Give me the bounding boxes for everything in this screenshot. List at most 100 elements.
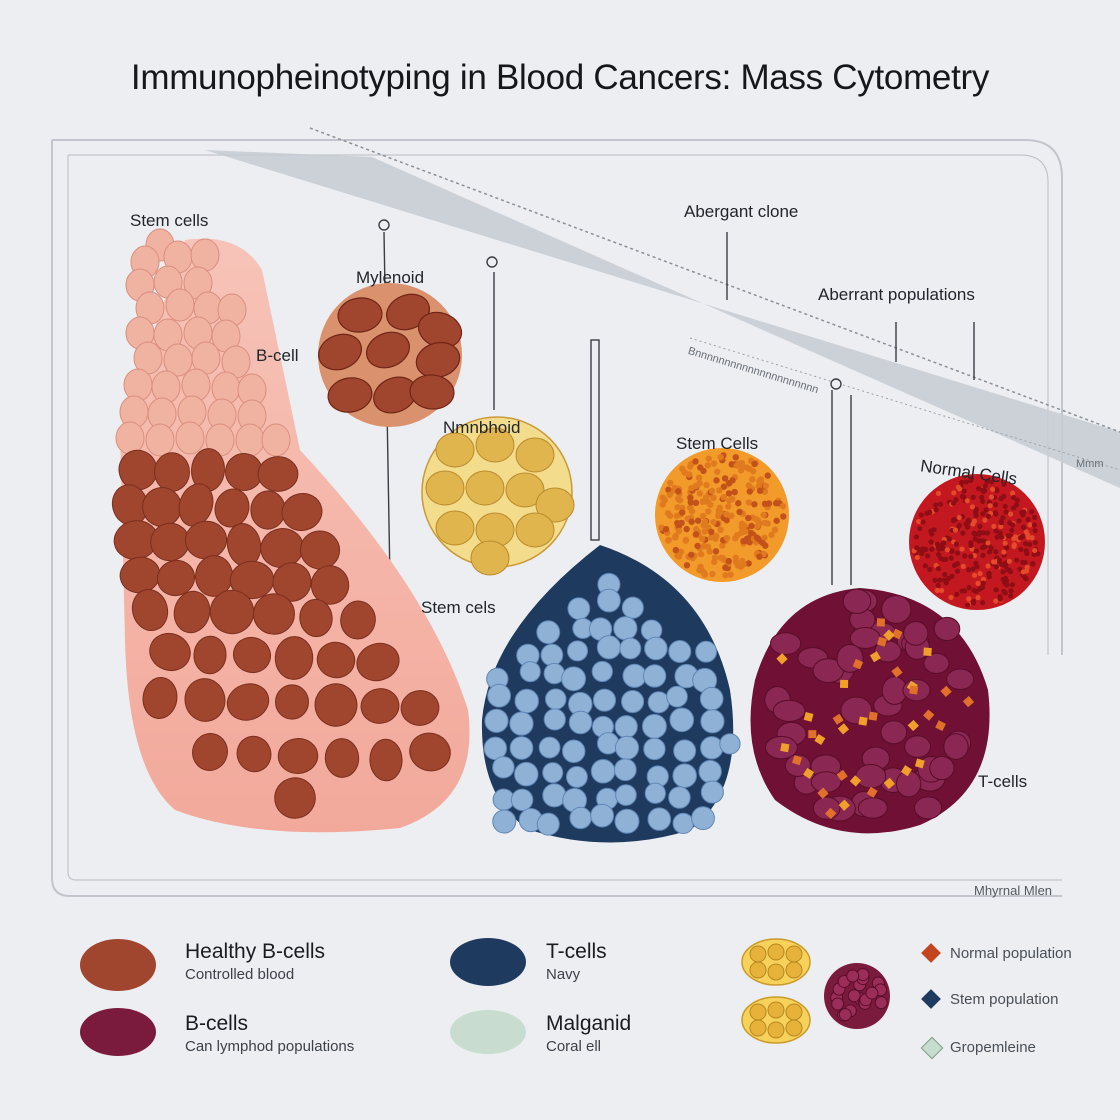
label-aberrant-populations: Aberrant populations <box>818 285 975 304</box>
orange-dot <box>688 508 696 515</box>
red-dot <box>992 502 999 508</box>
orange-dot <box>704 543 712 551</box>
legend-title-t-cells: T-cells <box>546 940 607 963</box>
red-dot <box>971 572 978 578</box>
golden-cell <box>785 1019 803 1037</box>
red-dot <box>969 504 975 510</box>
orange-dot <box>754 517 762 524</box>
orange-dot <box>723 511 730 518</box>
b-cell <box>193 635 227 675</box>
maroon-cell <box>812 796 841 820</box>
red-dot <box>936 546 942 552</box>
red-dot <box>948 555 954 561</box>
t-cell <box>519 661 541 683</box>
orange-dot <box>699 512 707 520</box>
orange-dot <box>710 518 717 526</box>
b-cell <box>253 593 295 635</box>
red-dot <box>1025 516 1031 523</box>
orange-dot <box>659 501 666 508</box>
t-cell <box>613 758 637 782</box>
red-dot <box>982 483 988 489</box>
red-dot <box>966 585 972 591</box>
lymphoid-cell <box>515 512 555 548</box>
orange-dot <box>728 461 735 468</box>
legend-swatch-t-cells <box>450 938 526 986</box>
orange-dot <box>745 499 753 506</box>
golden-cell <box>749 1003 767 1021</box>
red-dot <box>922 563 928 569</box>
t-cell <box>621 689 645 714</box>
red-dot <box>1016 518 1022 524</box>
red-dot <box>942 571 948 578</box>
aberrant-marker <box>808 730 817 739</box>
orange-dot <box>746 488 753 495</box>
t-cell <box>668 786 691 809</box>
orange-dot <box>728 512 735 520</box>
b-cell <box>142 677 178 719</box>
red-dot <box>1001 493 1007 499</box>
stem-cell <box>175 421 205 455</box>
red-dot <box>973 560 979 566</box>
t-cell <box>510 788 534 812</box>
red-dot <box>973 548 979 554</box>
orange-dot <box>710 460 718 467</box>
orange-dot <box>719 542 726 549</box>
aberrant-marker <box>935 720 946 732</box>
orange-dot <box>687 499 694 506</box>
t-cell <box>691 806 715 831</box>
t-cell <box>643 737 666 761</box>
red-dot <box>975 594 981 601</box>
legend-normal-population: Normal population <box>950 945 1072 962</box>
red-dot <box>966 567 972 573</box>
orange-dot <box>679 504 686 512</box>
aberrant-marker <box>869 651 881 663</box>
t-cell <box>641 713 667 739</box>
orange-dot <box>697 550 705 558</box>
red-dot <box>1031 514 1038 520</box>
orange-dot <box>700 467 707 475</box>
red-dot <box>1032 528 1038 534</box>
red-dot <box>928 539 934 545</box>
red-dot <box>1019 509 1025 516</box>
b-cell <box>274 777 316 819</box>
red-dot <box>975 580 981 586</box>
orange-dot <box>768 531 775 539</box>
b-cell <box>226 683 270 721</box>
t-cell <box>592 688 617 712</box>
red-dot <box>1025 532 1031 538</box>
b-cell <box>192 733 228 771</box>
red-dot <box>959 588 965 594</box>
maroon-cell <box>946 668 975 690</box>
legend-sub-t-cells: Navy <box>546 966 581 983</box>
orange-dot <box>673 512 680 520</box>
stem-cell-column <box>115 228 291 457</box>
red-dot <box>934 587 940 594</box>
orange-dot <box>765 500 773 507</box>
aberrant-marker <box>962 696 975 708</box>
red-dot <box>997 596 1004 602</box>
orange-dot <box>695 474 703 481</box>
red-dot <box>964 498 970 504</box>
b-cell <box>360 688 400 724</box>
red-dot <box>989 479 995 485</box>
orange-dot <box>733 462 740 469</box>
t-cell <box>719 733 741 755</box>
orange-dot <box>696 566 703 574</box>
t-cell <box>668 639 692 663</box>
orange-dot <box>692 531 700 538</box>
red-dot <box>1002 590 1008 596</box>
red-dot <box>950 500 957 506</box>
red-dot <box>932 577 938 583</box>
red-dot <box>960 530 966 536</box>
t-cell <box>509 711 534 736</box>
red-dot <box>993 549 999 555</box>
red-dot <box>988 545 994 551</box>
t-cell <box>569 806 592 830</box>
aberrant-marker <box>868 711 878 721</box>
lymphoid-cell <box>435 510 475 546</box>
red-dot <box>985 513 992 519</box>
aberrant-marker <box>832 713 844 725</box>
b-cell <box>184 678 226 722</box>
red-dot <box>985 540 991 546</box>
red-dot <box>929 546 935 552</box>
